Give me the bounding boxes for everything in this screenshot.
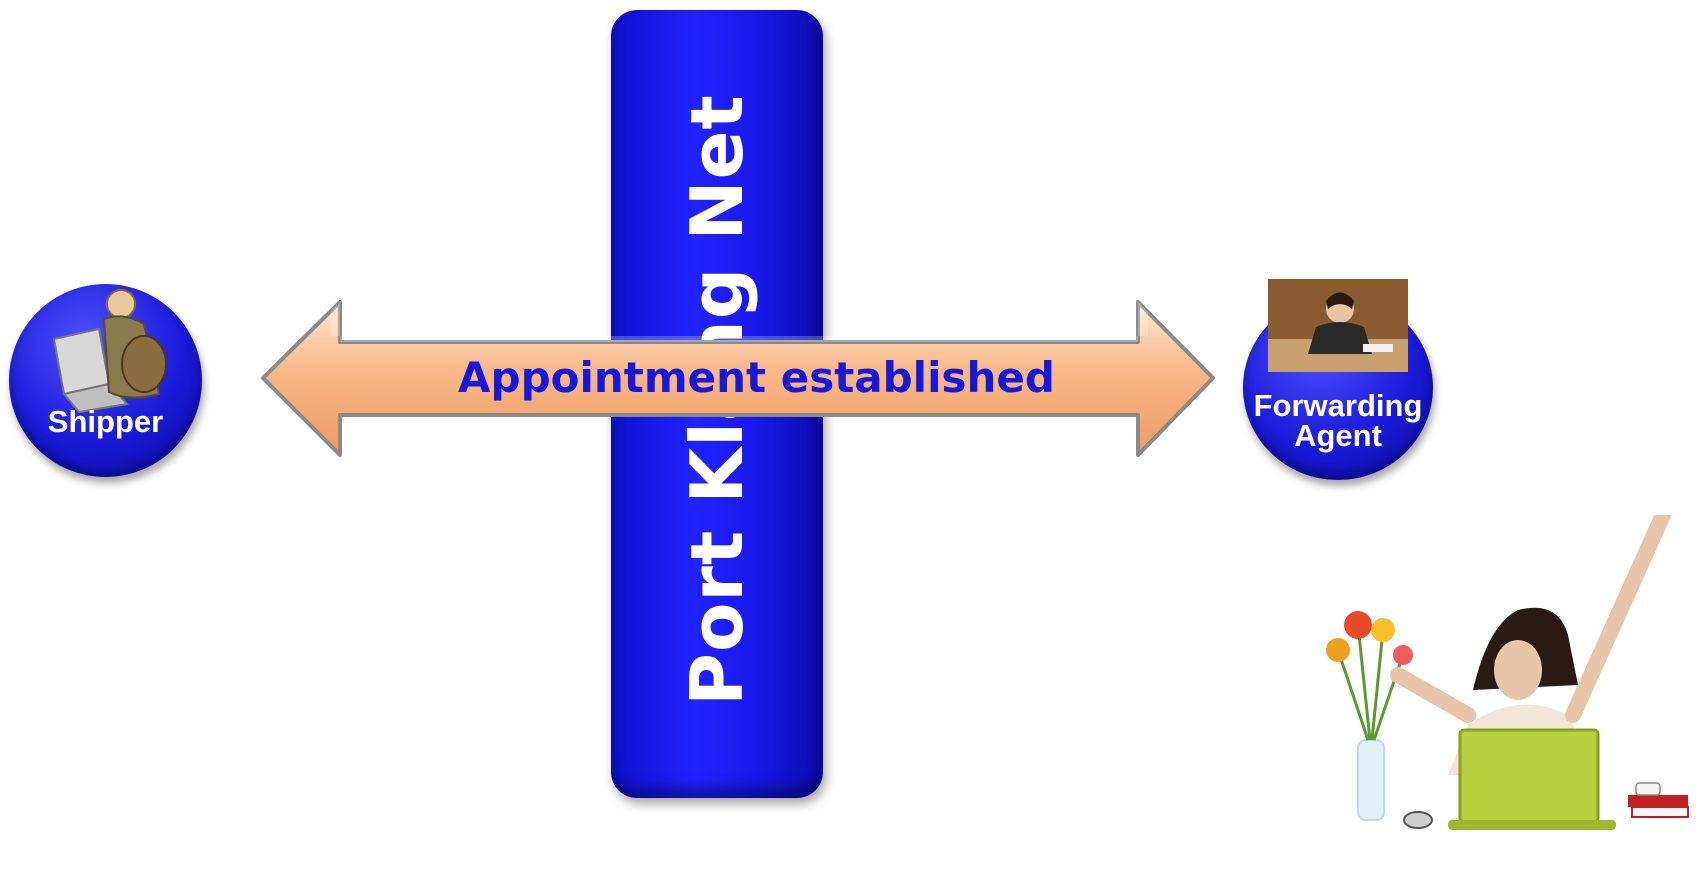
forwarding-agent-label-line2: Agent <box>1294 418 1382 453</box>
double-arrow-shape <box>261 300 1215 457</box>
forwarding-agent-label-line1: Forwarding <box>1253 388 1423 423</box>
forwarding-agent-photo <box>1268 279 1408 372</box>
arrow-label: Appointment established <box>458 353 1055 402</box>
shipper-icon <box>52 289 167 414</box>
flower-icon <box>1344 611 1372 639</box>
shipper-label: Shipper <box>47 404 164 439</box>
shipper-node: Shipper <box>9 284 202 477</box>
woman-laptop-illustration <box>1326 515 1689 830</box>
